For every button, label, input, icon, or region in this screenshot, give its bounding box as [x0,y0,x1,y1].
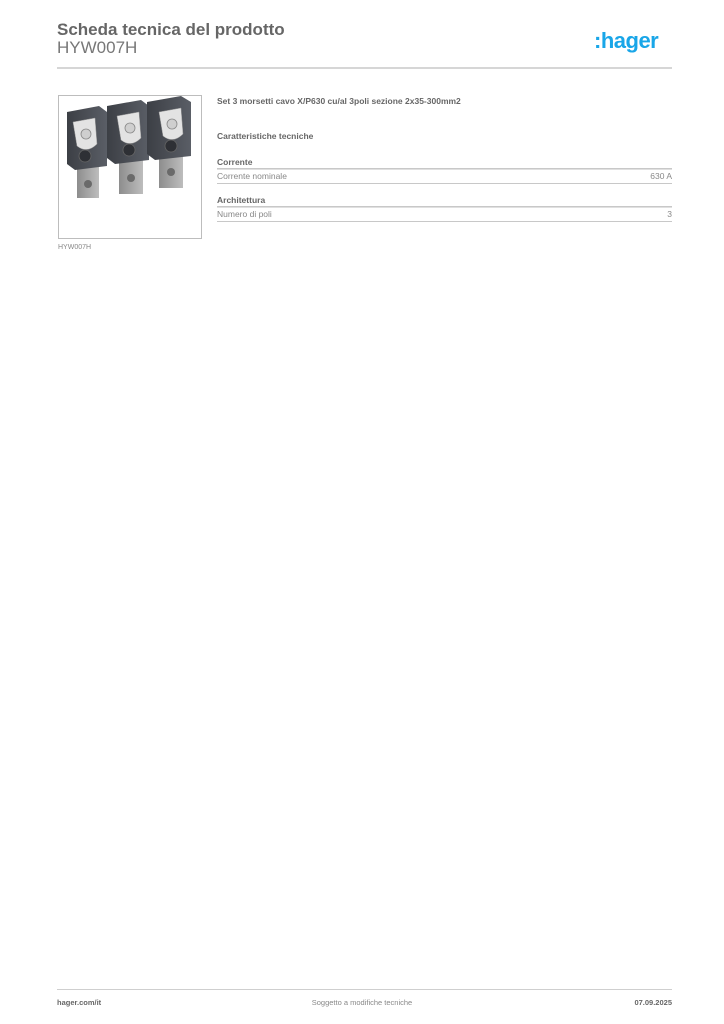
spec-group-corrente: Corrente Corrente nominale 630 A [217,156,672,184]
product-code: HYW007H [57,38,138,57]
footer-date: 07.09.2025 [634,998,672,1007]
spec-value: 630 A [650,171,672,181]
footer-website-link[interactable]: hager.com/it [57,998,102,1007]
header-divider [57,67,672,69]
footer-divider [57,989,672,990]
spec-label: Numero di poli [217,209,272,219]
product-image [58,95,202,239]
spec-value: 3 [667,209,672,219]
spec-group-architettura: Architettura Numero di poli 3 [217,194,672,222]
spec-group-title: Architettura [217,194,672,207]
spec-row: Numero di poli 3 [217,207,672,222]
spec-row: Corrente nominale 630 A [217,169,672,184]
product-description: Set 3 morsetti cavo X/P630 cu/al 3poli s… [217,96,461,106]
footer-note: Soggetto a modifiche tecniche [311,998,413,1007]
specs-section-title: Caratteristiche tecniche [217,131,314,141]
page-title: Scheda tecnica del prodotto [57,20,285,39]
spec-group-title: Corrente [217,156,672,169]
spec-label: Corrente nominale [217,171,287,181]
image-caption: HYW007H [58,244,92,251]
hager-logo: :hager [594,28,659,53]
cable-terminals-icon [67,96,191,198]
